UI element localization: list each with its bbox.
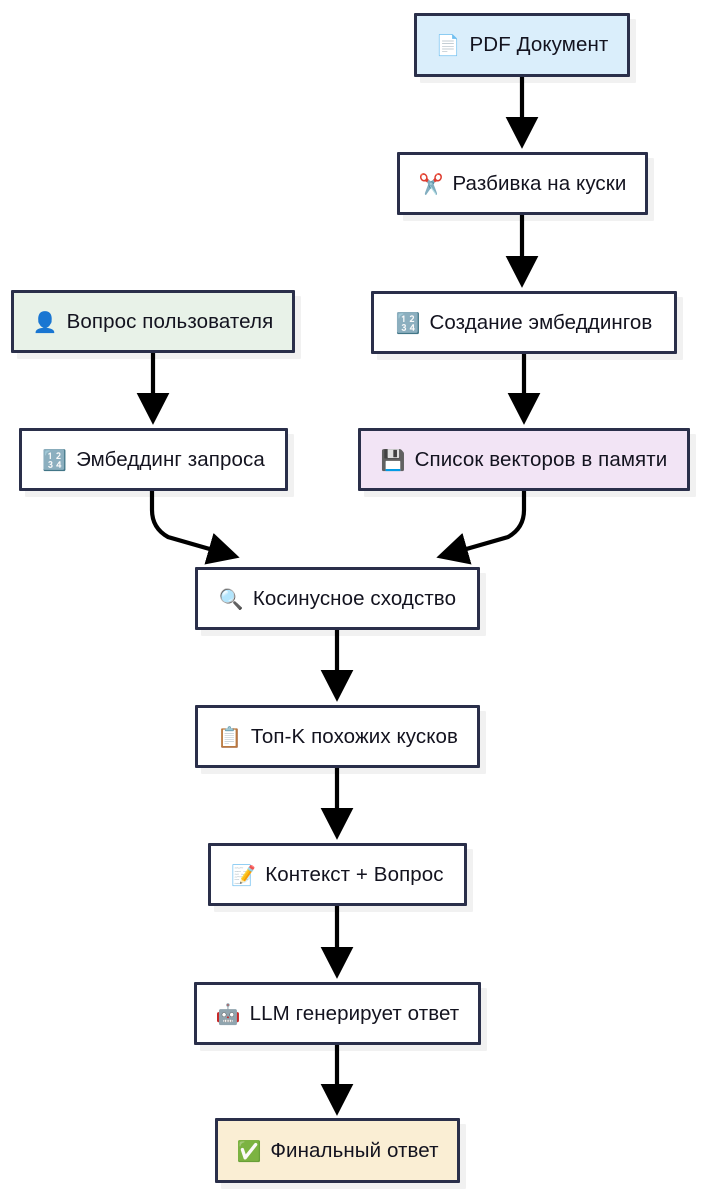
- node-label: Топ-K похожих кусков: [250, 724, 459, 748]
- node-content: ✂️ Разбивка на куски: [405, 172, 641, 196]
- node-top-k-chunks[interactable]: 📋 Топ-K похожих кусков: [195, 705, 480, 768]
- node-label: Эмбеддинг запроса: [76, 447, 265, 471]
- node-content: 🔢 Эмбеддинг запроса: [28, 448, 279, 472]
- node-label: LLM генерирует ответ: [249, 1001, 460, 1025]
- node-label: Разбивка на куски: [452, 171, 627, 195]
- node-content: 🤖 LLM генерирует ответ: [202, 1002, 474, 1026]
- scissors-icon: ✂️: [418, 171, 444, 196]
- node-user-question[interactable]: 👤 Вопрос пользователя: [11, 290, 295, 353]
- node-final-answer[interactable]: ✅ Финальный ответ: [215, 1118, 460, 1183]
- check-mark-button-icon: ✅: [236, 1138, 262, 1163]
- node-context-plus-question[interactable]: 📝 Контекст + Вопрос: [208, 843, 467, 906]
- node-label: Список векторов в памяти: [414, 447, 668, 471]
- node-query-embedding[interactable]: 🔢 Эмбеддинг запроса: [19, 428, 288, 491]
- node-content: 💾 Список векторов в памяти: [367, 448, 682, 472]
- node-label: Контекст + Вопрос: [265, 862, 444, 886]
- edge-vector-store-to-cosine: [436, 491, 527, 565]
- page-facing-up-icon: 📄: [435, 33, 461, 57]
- node-pdf-document[interactable]: 📄 PDF Документ: [414, 13, 630, 77]
- node-label: PDF Документ: [469, 33, 609, 56]
- node-label: Создание эмбеддингов: [429, 310, 653, 334]
- node-llm-generates-answer[interactable]: 🤖 LLM генерирует ответ: [194, 982, 481, 1045]
- floppy-disk-icon: 💾: [380, 447, 406, 472]
- magnifying-glass-icon: 🔍: [218, 586, 244, 611]
- node-content: 📝 Контекст + Вопрос: [217, 863, 457, 887]
- bust-in-silhouette-icon: 👤: [32, 309, 58, 334]
- node-label: Косинусное сходство: [252, 586, 457, 610]
- edge-query-embedding-to-cosine: [149, 491, 240, 565]
- node-cosine-similarity[interactable]: 🔍 Косинусное сходство: [195, 567, 480, 630]
- node-chunking[interactable]: ✂️ Разбивка на куски: [397, 152, 648, 215]
- clipboard-icon: 📋: [216, 724, 242, 749]
- node-label: Вопрос пользователя: [66, 309, 274, 333]
- node-content: 🔍 Косинусное сходство: [205, 587, 470, 611]
- node-create-embeddings[interactable]: 🔢 Создание эмбеддингов: [371, 291, 677, 354]
- node-vector-store[interactable]: 💾 Список векторов в памяти: [358, 428, 690, 491]
- node-content: 📋 Топ-K похожих кусков: [203, 725, 472, 749]
- robot-icon: 🤖: [215, 1001, 241, 1026]
- input-numbers-icon: 🔢: [395, 310, 421, 335]
- node-content: 🔢 Создание эмбеддингов: [382, 311, 667, 335]
- input-numbers-icon: 🔢: [42, 447, 68, 472]
- node-content: 📄 PDF Документ: [422, 33, 623, 57]
- memo-icon: 📝: [231, 862, 257, 887]
- node-content: ✅ Финальный ответ: [222, 1139, 452, 1163]
- node-content: 👤 Вопрос пользователя: [19, 310, 288, 334]
- node-label: Финальный ответ: [270, 1138, 439, 1162]
